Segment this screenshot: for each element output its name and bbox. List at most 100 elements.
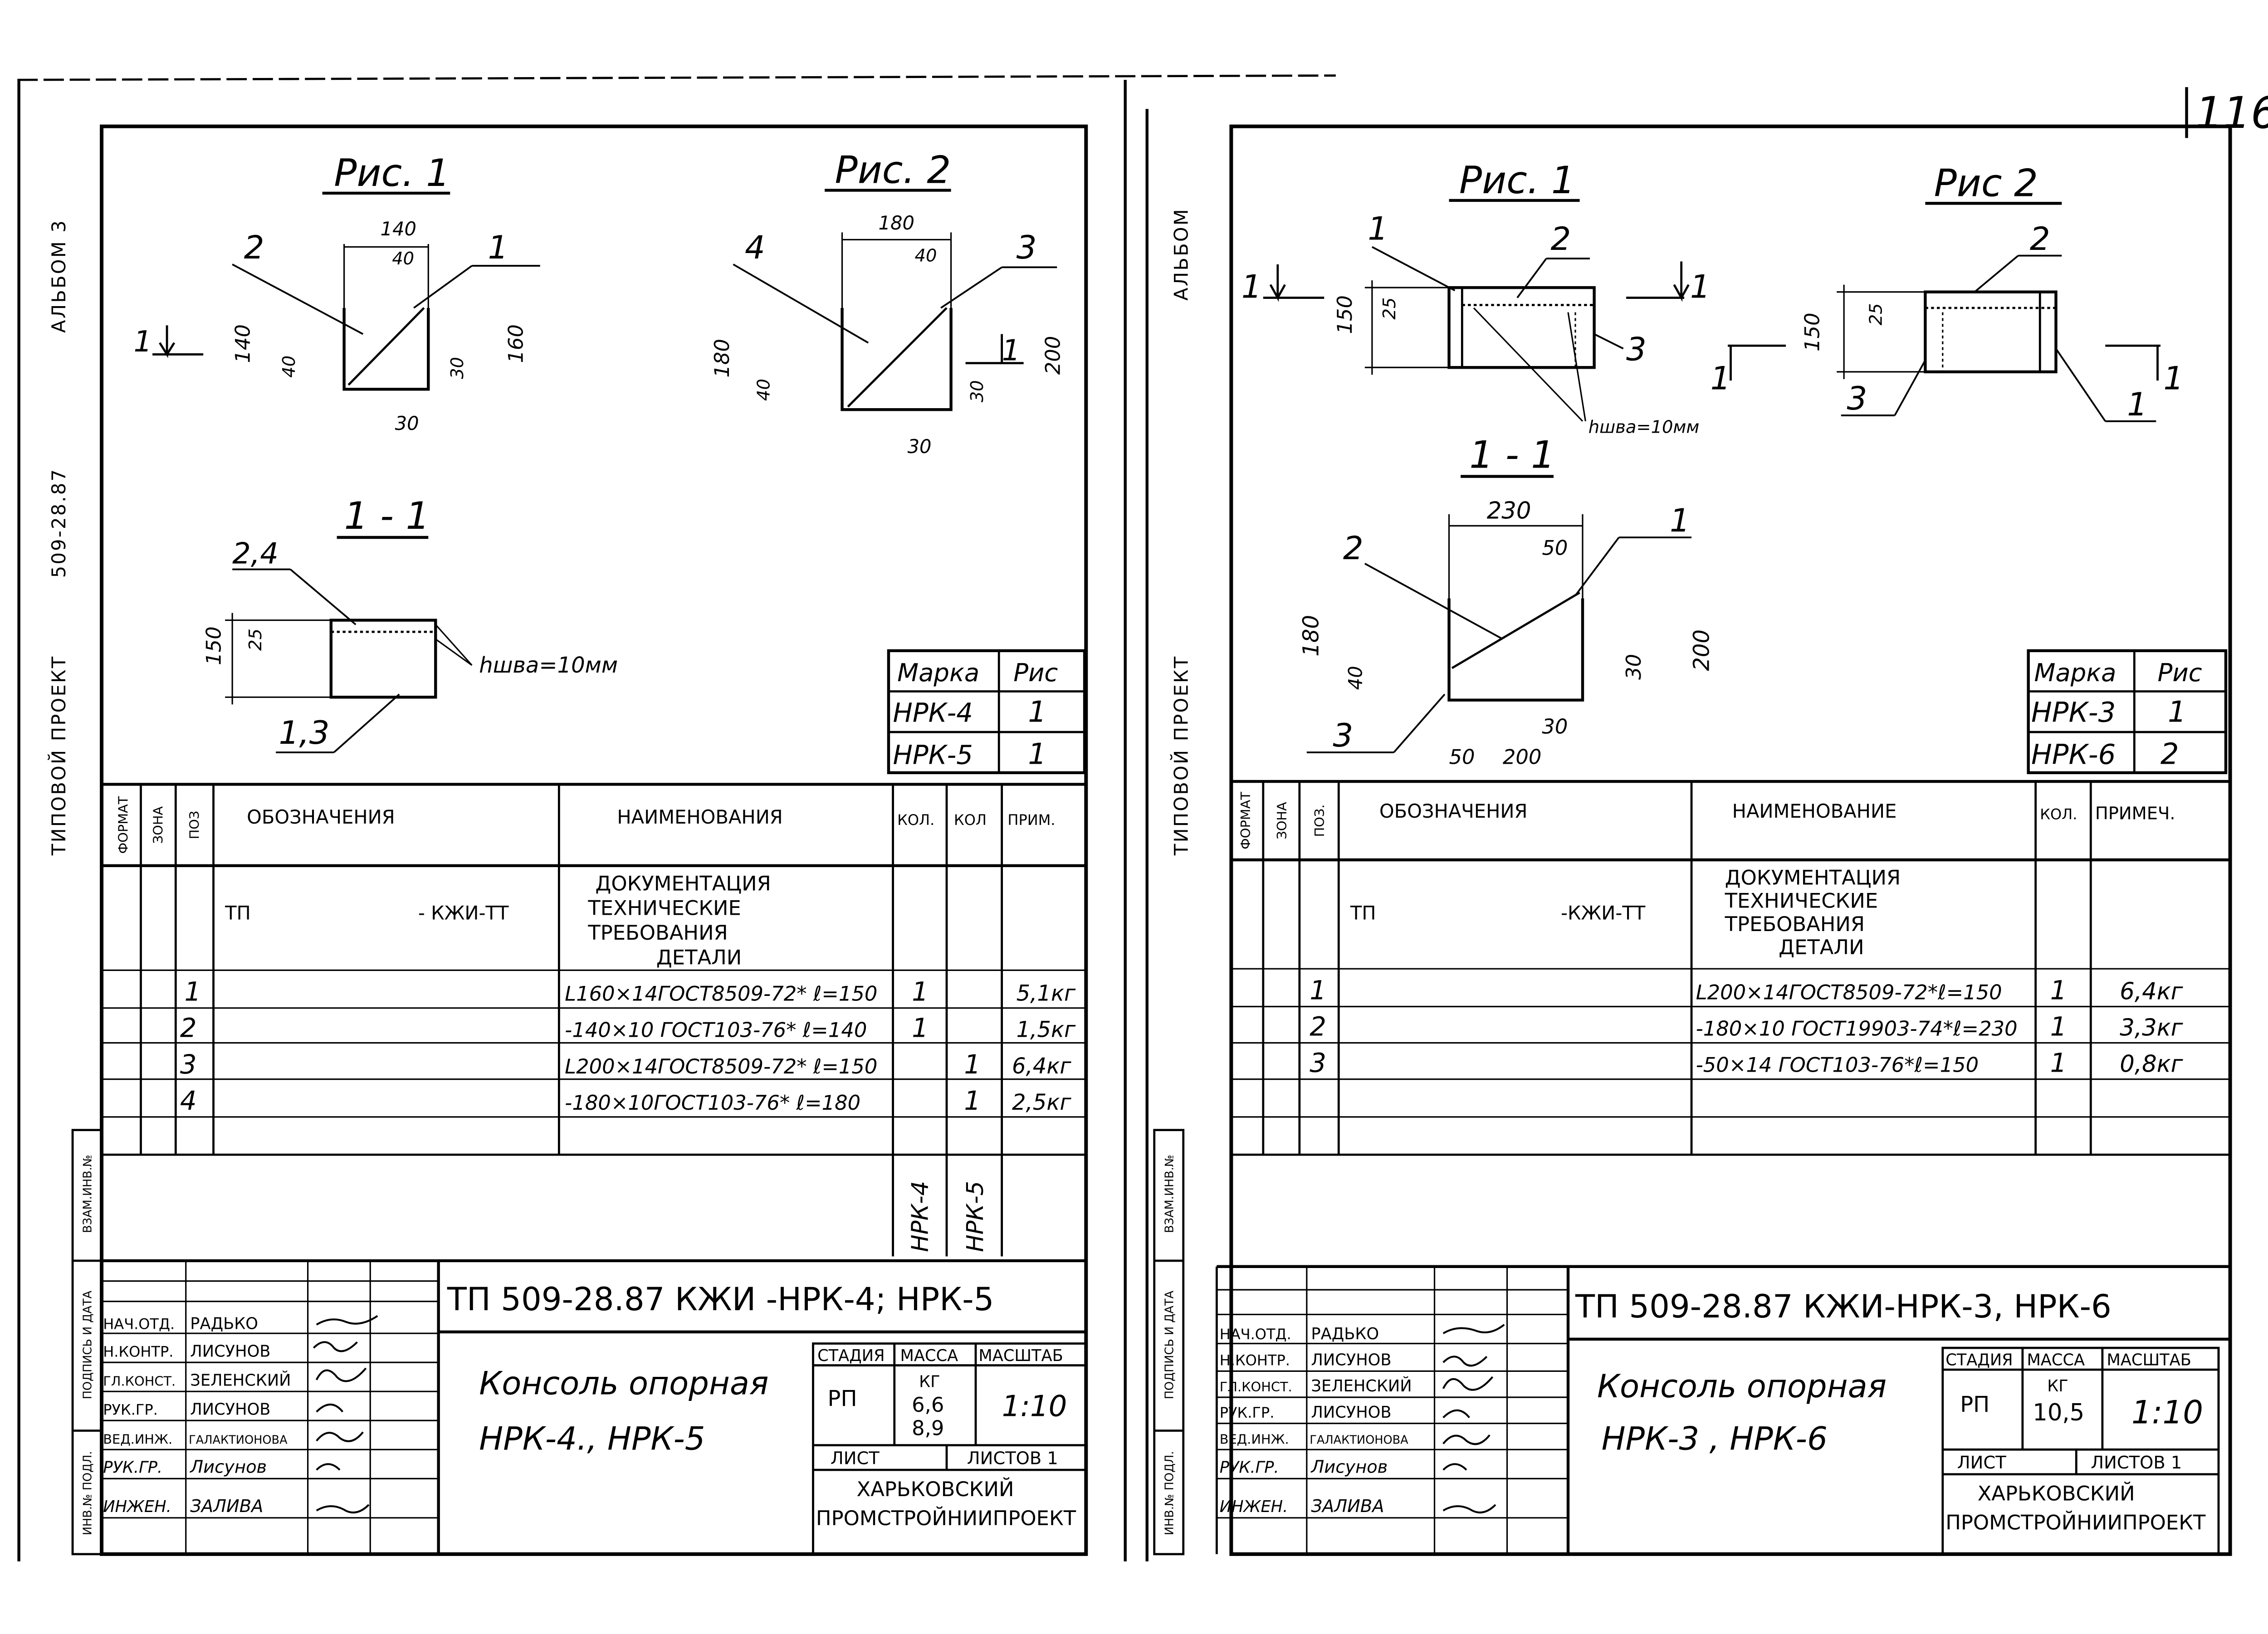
svg-text:1: 1 — [1028, 738, 1046, 771]
svg-text:40: 40 — [753, 379, 774, 401]
svg-text:Рис: Рис — [1013, 658, 1058, 687]
svg-text:ЛИСТОВ 1: ЛИСТОВ 1 — [2091, 1453, 2182, 1473]
svg-text:1:10: 1:10 — [2131, 1394, 2203, 1431]
svg-text:ЛИСУНОВ: ЛИСУНОВ — [1311, 1403, 1391, 1422]
svg-text:ИНВ.№ ПОДЛ.: ИНВ.№ ПОДЛ. — [81, 1451, 95, 1535]
svg-text:ЗАЛИВА: ЗАЛИВА — [1311, 1496, 1384, 1517]
title-block-right: ТП 509-28.87 КЖИ-НРК-3, НРК-6 НАЧ.ОТД. Р… — [1215, 1265, 2230, 1556]
svg-text:6,4кг: 6,4кг — [2120, 978, 2183, 1005]
svg-text:1: 1 — [2168, 696, 2186, 729]
svg-text:ФОРМАТ: ФОРМАТ — [116, 796, 131, 854]
svg-text:2,5кг: 2,5кг — [1012, 1090, 1071, 1115]
figure-1-right: Рис. 1 150 25 1 2 3 hшва=10мм 1 1 — [1242, 158, 1711, 437]
svg-text:ЛИСУНОВ: ЛИСУНОВ — [190, 1400, 270, 1419]
svg-text:40: 40 — [279, 356, 299, 378]
svg-text:ОБОЗНАЧЕНИЯ: ОБОЗНАЧЕНИЯ — [247, 806, 395, 828]
svg-text:230: 230 — [1487, 497, 1531, 524]
svg-text:Консоль опорная: Консоль опорная — [1597, 1368, 1887, 1405]
svg-text:МАССА: МАССА — [2027, 1351, 2085, 1370]
svg-text:L200×14ГОСТ8509-72* ℓ=150: L200×14ГОСТ8509-72* ℓ=150 — [565, 1054, 877, 1078]
svg-text:1:10: 1:10 — [1002, 1390, 1067, 1424]
svg-text:Лисунов: Лисунов — [1310, 1457, 1388, 1478]
svg-text:НРК-6: НРК-6 — [2031, 739, 2116, 771]
side-code-text: 509-28.87 — [48, 468, 70, 578]
figure-1-title: Рис. 1 — [334, 151, 450, 195]
svg-text:ЗОНА: ЗОНА — [1274, 802, 1290, 839]
svg-text:50: 50 — [1542, 536, 1568, 560]
svg-text:40: 40 — [392, 249, 414, 269]
svg-text:180: 180 — [710, 339, 734, 378]
svg-text:8,9: 8,9 — [912, 1416, 944, 1440]
section-1-1-right: 1 - 1 230 50 180 200 40 30 30 50 200 1 2… — [1298, 433, 1714, 769]
svg-text:ТРЕБОВАНИЯ: ТРЕБОВАНИЯ — [587, 921, 728, 945]
svg-text:150: 150 — [1800, 312, 1824, 351]
svg-text:1: 1 — [1670, 502, 1690, 539]
svg-text:6,6: 6,6 — [912, 1393, 944, 1417]
svg-text:40: 40 — [915, 245, 937, 266]
svg-text:РП: РП — [1960, 1392, 1989, 1417]
svg-text:НРК-4: НРК-4 — [906, 1181, 934, 1252]
svg-text:ЛИСУНОВ: ЛИСУНОВ — [190, 1342, 270, 1361]
svg-text:НРК-5: НРК-5 — [962, 1181, 989, 1252]
svg-text:Н.КОНТР.: Н.КОНТР. — [1220, 1352, 1290, 1369]
svg-text:1: 1 — [1690, 268, 1711, 306]
sheet-right: АЛЬБОМ ТИПОВОЙ ПРОЕКТ Рис. 1 150 25 1 2 … — [1153, 124, 2232, 1556]
svg-text:25: 25 — [245, 629, 266, 651]
svg-text:40: 40 — [1344, 666, 1366, 690]
svg-text:ЗЕЛЕНСКИЙ: ЗЕЛЕНСКИЙ — [190, 1371, 291, 1390]
svg-text:150: 150 — [1333, 295, 1357, 334]
svg-text:2: 2 — [180, 1013, 197, 1044]
svg-text:РУК.ГР.: РУК.ГР. — [103, 1401, 158, 1418]
svg-text:1: 1 — [1028, 696, 1046, 729]
svg-text:ЗОНА: ЗОНА — [151, 806, 166, 844]
svg-text:Марка: Марка — [2034, 658, 2116, 687]
svg-text:30: 30 — [447, 357, 468, 379]
svg-text:НАЧ.ОТД.: НАЧ.ОТД. — [1220, 1326, 1291, 1343]
svg-text:КГ: КГ — [919, 1373, 940, 1391]
svg-text:ПРОМСТРОЙНИИПРОЕКТ: ПРОМСТРОЙНИИПРОЕКТ — [1945, 1510, 2206, 1534]
svg-text:1: 1 — [488, 229, 508, 266]
svg-text:МАСШТАБ: МАСШТАБ — [978, 1346, 1063, 1365]
svg-text:Н.КОНТР.: Н.КОНТР. — [103, 1343, 173, 1360]
svg-text:3,3кг: 3,3кг — [2120, 1015, 2183, 1042]
page-number-mark: 116 — [2185, 87, 2268, 138]
svg-text:3: 3 — [1017, 229, 1037, 266]
svg-text:ОБОЗНАЧЕНИЯ: ОБОЗНАЧЕНИЯ — [1379, 800, 1528, 822]
svg-text:1: 1 — [912, 1013, 929, 1044]
svg-text:-50×14 ГОСТ103-76*ℓ=150: -50×14 ГОСТ103-76*ℓ=150 — [1696, 1053, 1979, 1077]
svg-text:ЛИСТ: ЛИСТ — [1957, 1453, 2006, 1473]
title-code-right: ТП 509-28.87 КЖИ-НРК-3, НРК-6 — [1575, 1288, 2112, 1325]
svg-text:3: 3 — [1847, 380, 1867, 417]
svg-text:0,8кг: 0,8кг — [2120, 1051, 2183, 1078]
svg-text:2: 2 — [1551, 220, 1571, 258]
svg-text:ЛИСТОВ 1: ЛИСТОВ 1 — [967, 1448, 1058, 1468]
svg-text:ДЕТАЛИ: ДЕТАЛИ — [656, 946, 742, 970]
svg-text:ХАРЬКОВСКИЙ: ХАРЬКОВСКИЙ — [1978, 1481, 2135, 1505]
svg-text:1 - 1: 1 - 1 — [1469, 433, 1555, 477]
svg-text:4: 4 — [745, 229, 765, 266]
svg-text:hшва=10мм: hшва=10мм — [479, 653, 618, 678]
side-project-text-right: ТИПОВОЙ ПРОЕКТ — [1170, 655, 1192, 856]
svg-text:1: 1 — [1368, 210, 1388, 247]
svg-text:25: 25 — [1379, 298, 1400, 320]
svg-text:-180×10 ГОСТ19903-74*ℓ=230: -180×10 ГОСТ19903-74*ℓ=230 — [1696, 1017, 2018, 1041]
svg-text:КОЛ: КОЛ — [954, 811, 987, 829]
figure-2: Рис. 2 180 40 180 200 40 30 30 4 3 1 — [710, 148, 1065, 458]
svg-text:160: 160 — [503, 324, 528, 363]
svg-text:1 - 1: 1 - 1 — [344, 494, 430, 538]
svg-text:ВЕД.ИНЖ.: ВЕД.ИНЖ. — [1220, 1431, 1289, 1447]
svg-text:ПОЗ: ПОЗ — [187, 811, 202, 839]
sheet-left: АЛЬБОМ 3 509-28.87 ТИПОВОЙ ПРОЕКТ Рис. 1… — [48, 124, 1088, 1556]
svg-text:10,5: 10,5 — [2033, 1399, 2084, 1426]
svg-text:30: 30 — [395, 412, 419, 434]
svg-text:1: 1 — [2163, 360, 2184, 397]
svg-text:30: 30 — [1622, 654, 1646, 680]
svg-text:РУК.ГР.: РУК.ГР. — [103, 1458, 162, 1477]
svg-text:НРК-5: НРК-5 — [893, 740, 973, 771]
svg-text:3: 3 — [1626, 331, 1647, 368]
side-project-text: ТИПОВОЙ ПРОЕКТ — [48, 655, 70, 856]
svg-text:РУК.ГР.: РУК.ГР. — [1220, 1404, 1275, 1421]
svg-text:Рис. 1: Рис. 1 — [1459, 158, 1575, 202]
